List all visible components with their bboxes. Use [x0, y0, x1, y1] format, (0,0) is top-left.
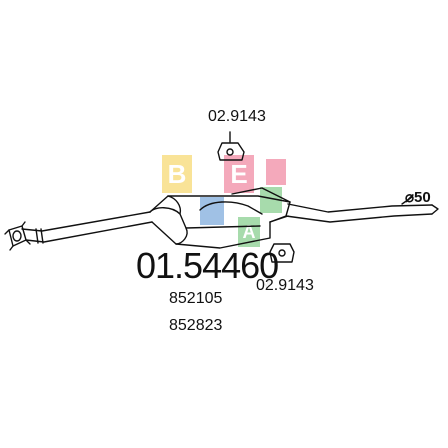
bracket-bottom-label: 02.9143 — [256, 277, 314, 294]
outlet-pipe — [285, 196, 439, 223]
bracket-top-drawing — [217, 131, 245, 161]
watermark-subtext: M C — [262, 279, 290, 290]
part-number: 01.54460 — [136, 245, 279, 286]
diameter-label: ⌀50 — [405, 189, 431, 206]
oem-number-1: 852105 — [169, 290, 223, 307]
flange-left — [4, 221, 31, 251]
watermark-tile-b: B — [162, 155, 192, 193]
silencer-body — [149, 187, 291, 249]
oem-number-2: 852823 — [169, 317, 223, 334]
watermark-tile-e: E — [224, 155, 254, 193]
watermark-tile-green — [260, 187, 282, 213]
bracket-top-label: 02.9143 — [208, 108, 266, 125]
watermark-logo: B E A M C — [162, 155, 290, 290]
watermark-tile-pink — [266, 159, 286, 185]
inlet-pipe — [21, 211, 153, 244]
bracket-bottom-drawing — [269, 243, 295, 263]
